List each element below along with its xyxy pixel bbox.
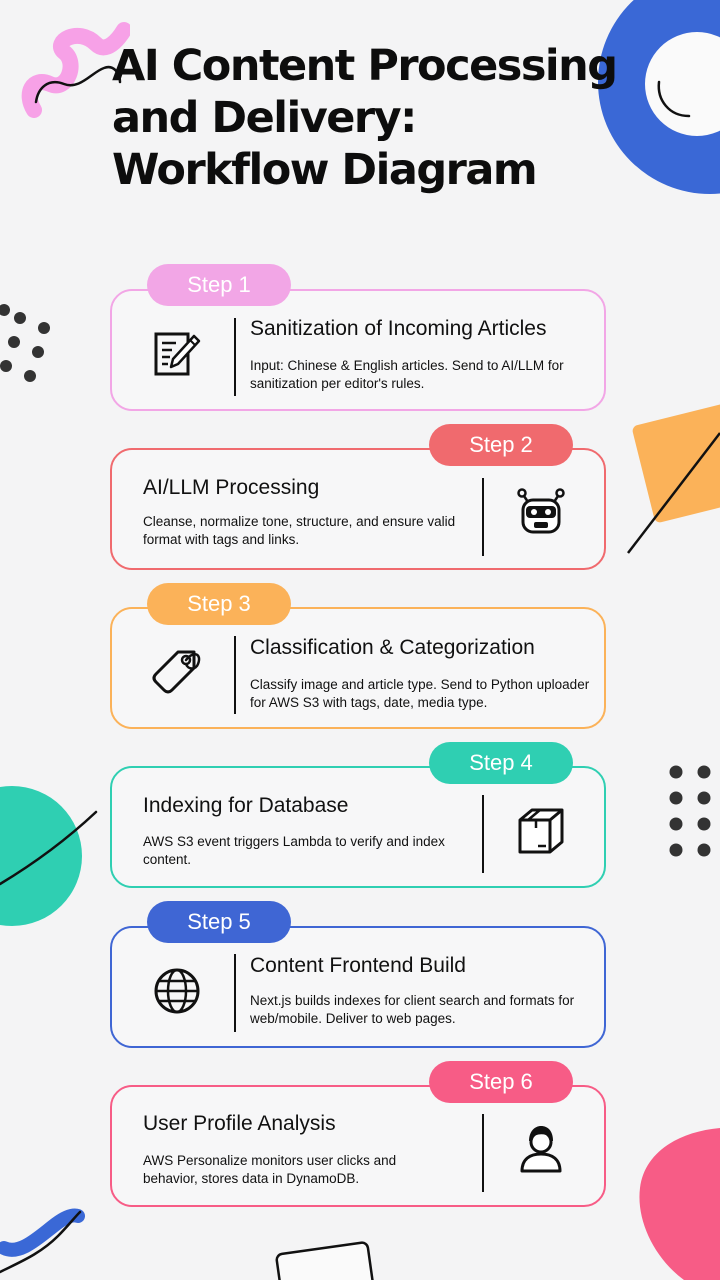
step-4-divider [482, 795, 484, 873]
step-1-card [110, 289, 606, 411]
step-4-heading: Indexing for Database [143, 794, 349, 817]
step-5-label: Step 5 [147, 901, 291, 943]
globe-icon [154, 968, 200, 1014]
step-2-heading: AI/LLM Processing [143, 476, 320, 499]
pink-squiggle-decoration [21, 22, 130, 118]
step-6-heading: User Profile Analysis [143, 1112, 336, 1135]
step-4-label: Step 4 [429, 742, 573, 784]
step-3-label: Step 3 [147, 583, 291, 625]
step-2-description: Cleanse, normalize tone, structure, and … [143, 514, 456, 547]
step-3-heading: Classification & Categorization [250, 636, 535, 659]
blue-ring-decoration [598, 0, 720, 194]
step-2-label: Step 2 [429, 424, 573, 466]
step-1-label: Step 1 [147, 264, 291, 306]
outline-card-decoration [275, 1241, 377, 1280]
robot-icon [517, 488, 565, 534]
step-6-description: AWS Personalize monitors user clicks and… [143, 1153, 397, 1186]
package-box-icon [518, 808, 564, 854]
step-6-divider [482, 1114, 484, 1192]
step-4-description: AWS S3 event triggers Lambda to verify a… [143, 834, 445, 867]
dots-left-decoration [0, 304, 50, 382]
tag-icon [152, 650, 201, 694]
step-3-divider [234, 636, 236, 714]
teal-circle-decoration [0, 786, 98, 926]
step-6-label: Step 6 [429, 1061, 573, 1103]
step-5-divider [234, 954, 236, 1032]
pink-blob-decoration [639, 1128, 720, 1280]
step-6-card [110, 1085, 606, 1207]
step-3-description: Classify image and article type. Send to… [250, 677, 590, 710]
user-profile-icon [520, 1126, 562, 1173]
step-5-heading: Content Frontend Build [250, 954, 466, 977]
step-5-card [110, 926, 606, 1048]
step-1-description: Input: Chinese & English articles. Send … [250, 358, 564, 391]
page-title: AI Content Processing and Delivery: Work… [112, 41, 618, 195]
step-2-divider [482, 478, 484, 556]
blue-squiggle-decoration [0, 1208, 85, 1274]
dots-right-decoration [669, 765, 711, 857]
step-1-divider [234, 318, 236, 396]
step-1-heading: Sanitization of Incoming Articles [250, 317, 547, 340]
document-edit-icon [154, 332, 201, 376]
orange-square-decoration [627, 403, 720, 554]
step-5-description: Next.js builds indexes for client search… [250, 993, 575, 1026]
